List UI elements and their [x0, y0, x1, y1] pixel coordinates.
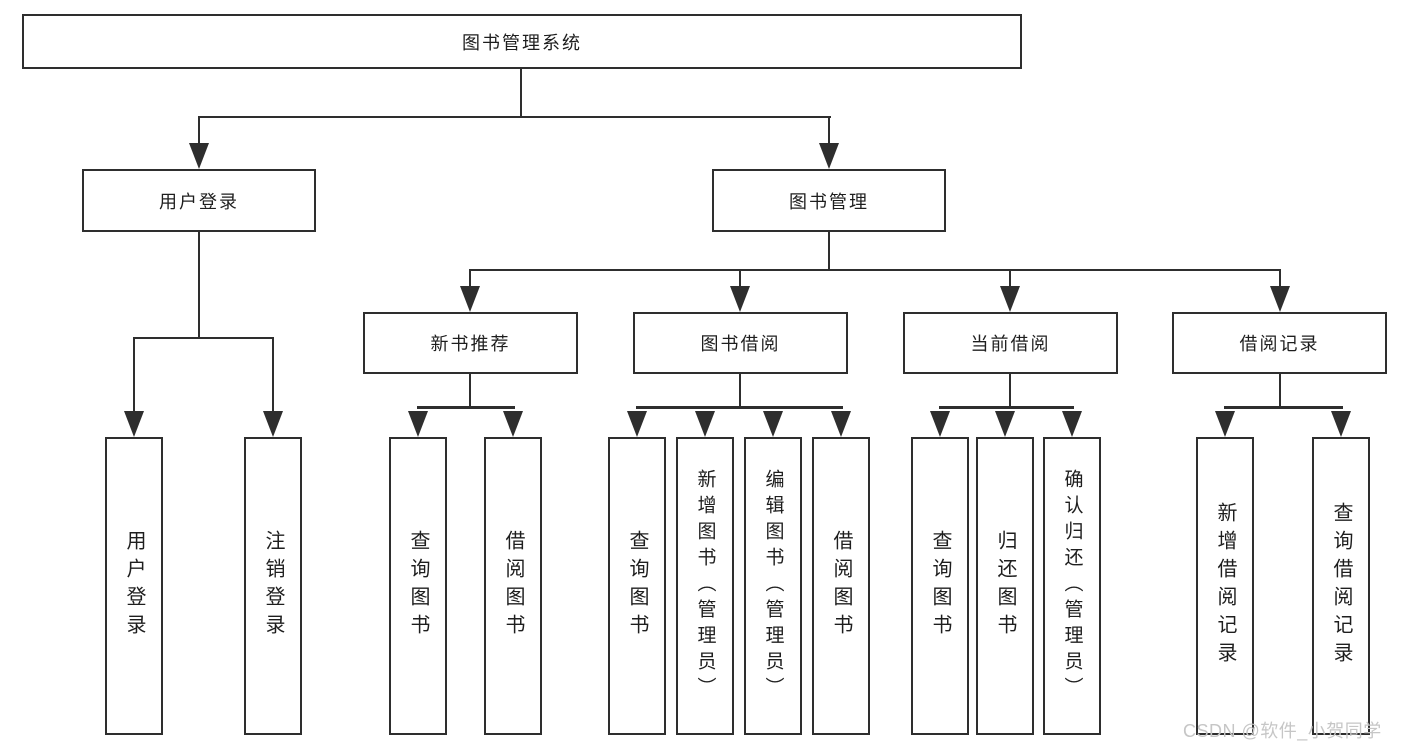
- leaf-add-borrow-record: 新增借阅记录: [1196, 437, 1254, 735]
- connector-line: [739, 374, 741, 407]
- node-book-management: 图书管理: [712, 169, 946, 232]
- arrow-down-icon: [124, 411, 144, 437]
- arrow-down-icon: [695, 411, 715, 437]
- node-new-book-recommend-label: 新书推荐: [430, 334, 511, 354]
- connector-line: [198, 116, 831, 118]
- connector-line: [828, 116, 830, 146]
- leaf-label: 查询图书: [407, 530, 429, 642]
- node-book-management-label: 图书管理: [789, 191, 869, 212]
- leaf-label: 用户登录: [123, 530, 145, 642]
- node-user-login: 用户登录: [82, 169, 316, 232]
- arrow-down-icon: [1000, 286, 1020, 312]
- connector-line: [417, 406, 515, 409]
- arrow-down-icon: [1331, 411, 1351, 437]
- arrow-down-icon: [460, 286, 480, 312]
- arrow-down-icon: [831, 411, 851, 437]
- leaf-logout: 注销登录: [244, 437, 302, 735]
- arrow-down-icon: [627, 411, 647, 437]
- leaf-label: 查询图书: [626, 530, 648, 642]
- arrow-down-icon: [819, 143, 839, 169]
- node-borrowing-records: 借阅记录: [1172, 312, 1387, 374]
- connector-line: [1009, 269, 1011, 289]
- connector-line: [469, 269, 471, 289]
- arrow-down-icon: [930, 411, 950, 437]
- connector-line: [133, 337, 274, 339]
- connector-line: [636, 406, 843, 409]
- node-root-label: 图书管理系统: [462, 32, 582, 53]
- arrow-down-icon: [189, 143, 209, 169]
- connector-line: [939, 406, 1074, 409]
- leaf-query-borrow-record: 查询借阅记录: [1312, 437, 1370, 735]
- node-book-borrowing: 图书借阅: [633, 312, 848, 374]
- leaf-user-login: 用户登录: [105, 437, 163, 735]
- arrow-down-icon: [1215, 411, 1235, 437]
- leaf-query-books-borrowing: 查询图书: [608, 437, 666, 735]
- node-current-borrowing-label: 当前借阅: [970, 334, 1051, 354]
- connector-line: [198, 116, 200, 146]
- arrow-down-icon: [263, 411, 283, 437]
- leaf-query-books-recommend: 查询图书: [389, 437, 447, 735]
- leaf-label: 查询图书: [929, 530, 951, 642]
- arrow-down-icon: [763, 411, 783, 437]
- arrow-down-icon: [1270, 286, 1290, 312]
- connector-line: [1279, 269, 1281, 289]
- arrow-down-icon: [408, 411, 428, 437]
- node-root: 图书管理系统: [22, 14, 1022, 69]
- leaf-query-books-current: 查询图书: [911, 437, 969, 735]
- csdn-watermark: CSDN @软件_小贺同学: [1183, 721, 1382, 741]
- leaf-return-books: 归还图书: [976, 437, 1034, 735]
- connector-line: [828, 231, 830, 271]
- connector-line: [133, 337, 135, 413]
- connector-line: [1224, 406, 1343, 409]
- leaf-borrow-books-recommend: 借阅图书: [484, 437, 542, 735]
- leaf-label: 借阅图书: [830, 530, 852, 642]
- leaf-label: 归还图书: [994, 530, 1016, 642]
- leaf-label: 新增借阅记录: [1214, 502, 1236, 670]
- connector-line: [469, 374, 471, 407]
- leaf-label: 查询借阅记录: [1330, 502, 1352, 670]
- arrow-down-icon: [1062, 411, 1082, 437]
- connector-line: [739, 269, 741, 289]
- leaf-label: 确认归还（管理员）: [1061, 469, 1083, 703]
- arrow-down-icon: [995, 411, 1015, 437]
- leaf-confirm-return-admin: 确认归还（管理员）: [1043, 437, 1101, 735]
- leaf-edit-books-admin: 编辑图书（管理员）: [744, 437, 802, 735]
- leaf-label: 编辑图书（管理员）: [762, 469, 784, 703]
- connector-line: [198, 231, 200, 338]
- leaf-label: 借阅图书: [502, 530, 524, 642]
- leaf-label: 新增图书（管理员）: [694, 469, 716, 703]
- connector-line: [1009, 374, 1011, 407]
- arrow-down-icon: [503, 411, 523, 437]
- arrow-down-icon: [730, 286, 750, 312]
- leaf-add-books-admin: 新增图书（管理员）: [676, 437, 734, 735]
- node-current-borrowing: 当前借阅: [903, 312, 1118, 374]
- connector-line: [520, 69, 522, 117]
- node-book-borrowing-label: 图书借阅: [700, 334, 781, 354]
- node-user-login-label: 用户登录: [159, 191, 239, 212]
- node-borrowing-records-label: 借阅记录: [1239, 334, 1320, 354]
- leaf-label: 注销登录: [262, 530, 284, 642]
- connector-line: [272, 337, 274, 413]
- leaf-borrow-books: 借阅图书: [812, 437, 870, 735]
- connector-line: [1279, 374, 1281, 407]
- connector-line: [470, 269, 1281, 271]
- node-new-book-recommend: 新书推荐: [363, 312, 578, 374]
